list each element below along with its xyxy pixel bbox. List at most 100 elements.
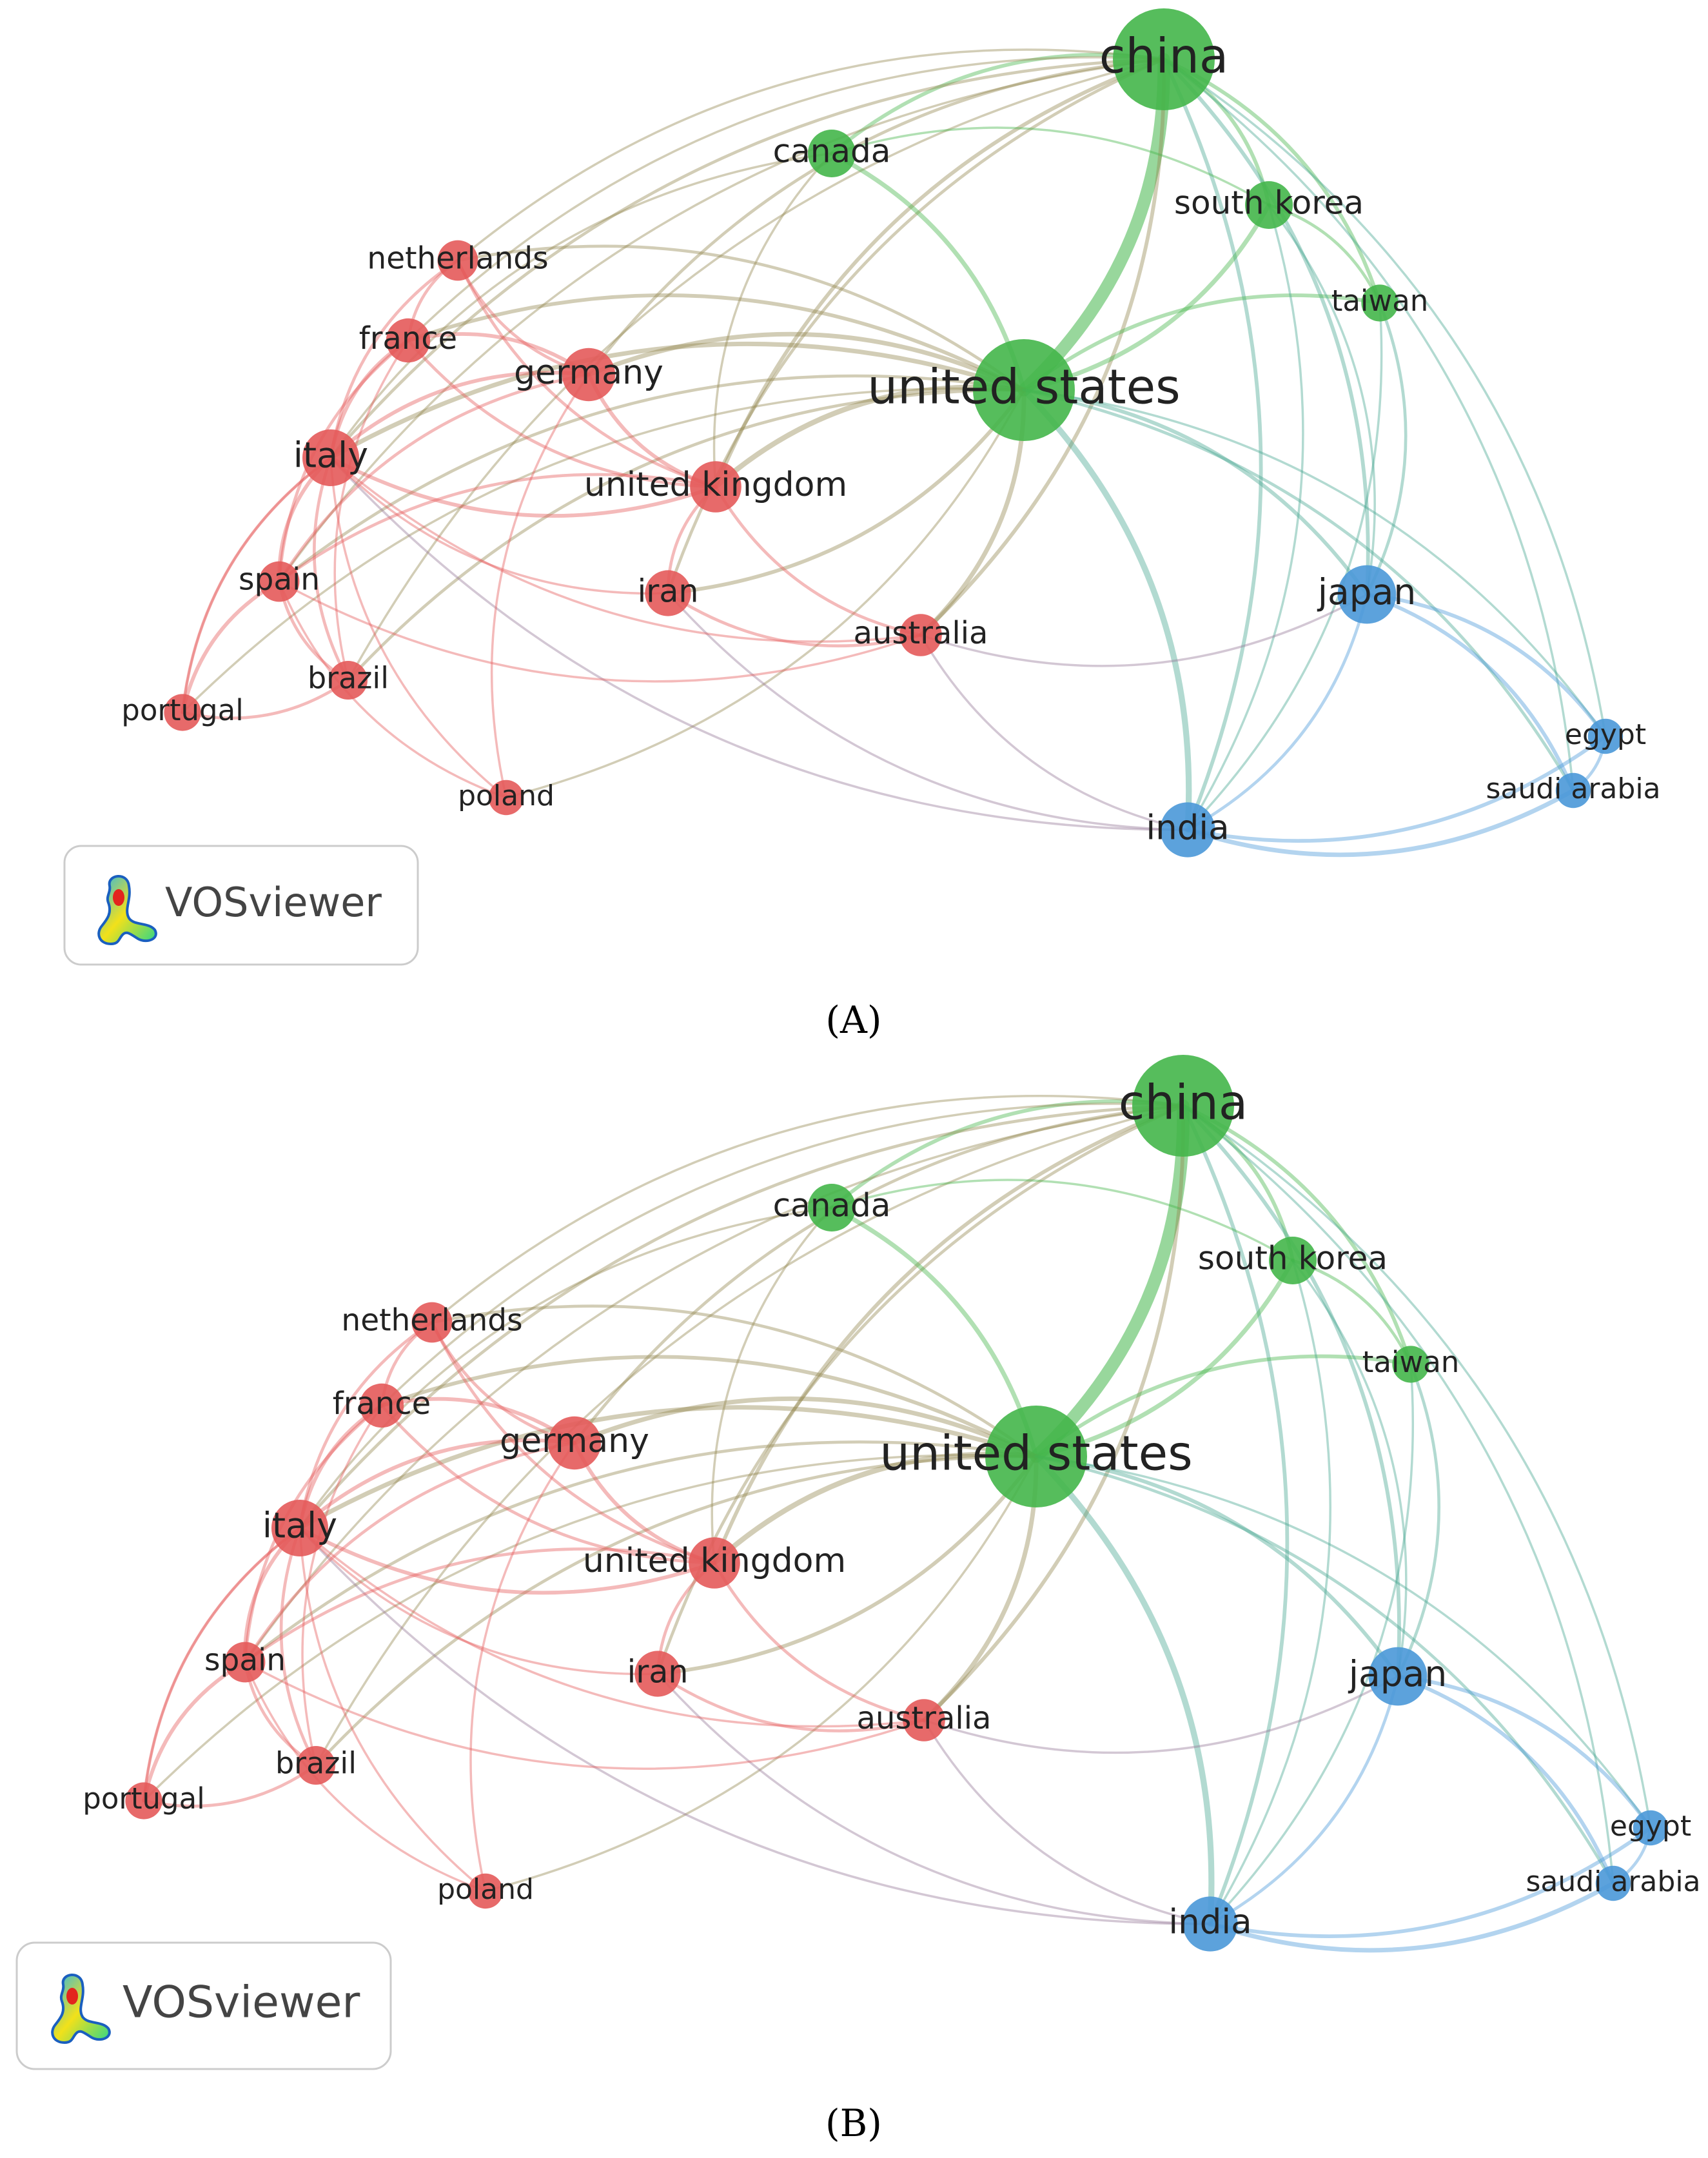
edge [299, 1206, 833, 1529]
node-spain[interactable] [224, 1642, 266, 1683]
node-china[interactable] [1113, 8, 1215, 110]
node-saudi-arabia[interactable] [1555, 772, 1591, 809]
edge [1396, 1362, 1440, 1678]
node-germany[interactable] [562, 348, 616, 402]
edge [656, 1104, 1185, 1676]
node-layer [125, 1055, 1669, 1952]
edge [1396, 1674, 1615, 1885]
edge-layer [181, 48, 1607, 858]
node-portugal[interactable] [164, 694, 201, 731]
node-iran[interactable] [634, 1651, 681, 1697]
edge [922, 1104, 1186, 1722]
node-france[interactable] [359, 1383, 404, 1428]
edge [586, 331, 1026, 393]
edge-layer [142, 1095, 1653, 1953]
node-label-spain: spain [239, 562, 320, 598]
node-australia[interactable] [903, 1699, 945, 1741]
edge [656, 1672, 1212, 1925]
node-australia[interactable] [899, 614, 942, 656]
edge [406, 338, 718, 489]
node-egypt[interactable] [1633, 1810, 1669, 1846]
node-label-poland: poland [458, 780, 555, 812]
node-netherlands[interactable] [437, 240, 478, 281]
node-south-korea[interactable] [1269, 1237, 1317, 1284]
node-label-saudi-arabia: saudi arabia [1486, 772, 1660, 805]
edge [830, 1099, 1185, 1210]
node-united-states[interactable] [985, 1406, 1087, 1507]
edge [181, 580, 281, 714]
node-india[interactable] [1160, 802, 1215, 858]
edge [142, 1660, 247, 1803]
node-france[interactable] [386, 318, 431, 363]
node-netherlands[interactable] [411, 1302, 453, 1343]
node-brazil[interactable] [329, 661, 368, 700]
node-portugal[interactable] [125, 1782, 162, 1820]
node-poland[interactable] [488, 780, 524, 816]
node-united-states[interactable] [973, 339, 1075, 441]
node-label-portugal: portugal [83, 1781, 204, 1816]
node-south-korea[interactable] [1245, 181, 1293, 229]
node-japan[interactable] [1337, 565, 1397, 624]
node-saudi-arabia[interactable] [1595, 1865, 1631, 1901]
node-label-egypt: egypt [1610, 1810, 1691, 1843]
node-label-japan: japan [1317, 571, 1416, 613]
node-label-australia: australia [857, 1700, 992, 1736]
edge [712, 1561, 926, 1722]
edge [714, 57, 1166, 489]
edge [1181, 1104, 1413, 1366]
node-poland[interactable] [467, 1873, 504, 1909]
edge [1017, 53, 1170, 397]
node-japan[interactable] [1368, 1647, 1428, 1706]
node-united-kingdom[interactable] [690, 461, 741, 513]
node-canada[interactable] [808, 130, 856, 177]
node-egypt[interactable] [1587, 718, 1624, 754]
node-italy[interactable] [271, 1500, 328, 1556]
node-united-kingdom[interactable] [689, 1537, 740, 1589]
node-brazil[interactable] [297, 1746, 335, 1785]
edge [329, 456, 718, 518]
edge [1208, 1881, 1616, 1953]
node-china[interactable] [1132, 1055, 1234, 1157]
edge [181, 456, 332, 714]
vosviewer-logo-icon [51, 1974, 111, 2045]
edge [244, 1661, 487, 1892]
edge [830, 52, 1166, 155]
edge [666, 388, 1026, 595]
edge [244, 1661, 925, 1770]
edge [314, 1455, 1038, 1767]
vosviewer-badge: VOSviewer [15, 1941, 392, 2070]
edge [142, 1763, 318, 1808]
edge [329, 456, 922, 643]
node-india[interactable] [1183, 1896, 1238, 1952]
edge [406, 293, 1026, 392]
edge [244, 1104, 1184, 1663]
edge [407, 56, 1165, 342]
node-canada[interactable] [808, 1184, 856, 1231]
edge [712, 1104, 1185, 1565]
edge [315, 1104, 1184, 1767]
edge [1209, 1259, 1331, 1925]
edge [329, 456, 507, 799]
edge [243, 1440, 1038, 1664]
node-label-poland: poland [437, 1873, 534, 1906]
node-germany[interactable] [547, 1416, 602, 1470]
node-label-south-korea: south korea [1174, 184, 1364, 222]
node-iran[interactable] [645, 570, 691, 616]
edge [430, 1304, 1038, 1458]
edge [243, 1441, 576, 1664]
edge [484, 1455, 1037, 1892]
edge [1365, 593, 1575, 792]
edge [1208, 1826, 1653, 1938]
node-taiwan[interactable] [1361, 284, 1399, 322]
node-spain[interactable] [259, 561, 300, 602]
edge [430, 1320, 716, 1565]
panel-caption-a: (A) [825, 998, 881, 1042]
edge [1162, 57, 1370, 596]
edge [380, 1404, 716, 1565]
edge [1163, 58, 1607, 738]
edge [279, 1526, 318, 1767]
node-taiwan[interactable] [1392, 1346, 1429, 1383]
edge [380, 1355, 1038, 1458]
node-italy[interactable] [302, 429, 359, 486]
edge [469, 1442, 576, 1892]
